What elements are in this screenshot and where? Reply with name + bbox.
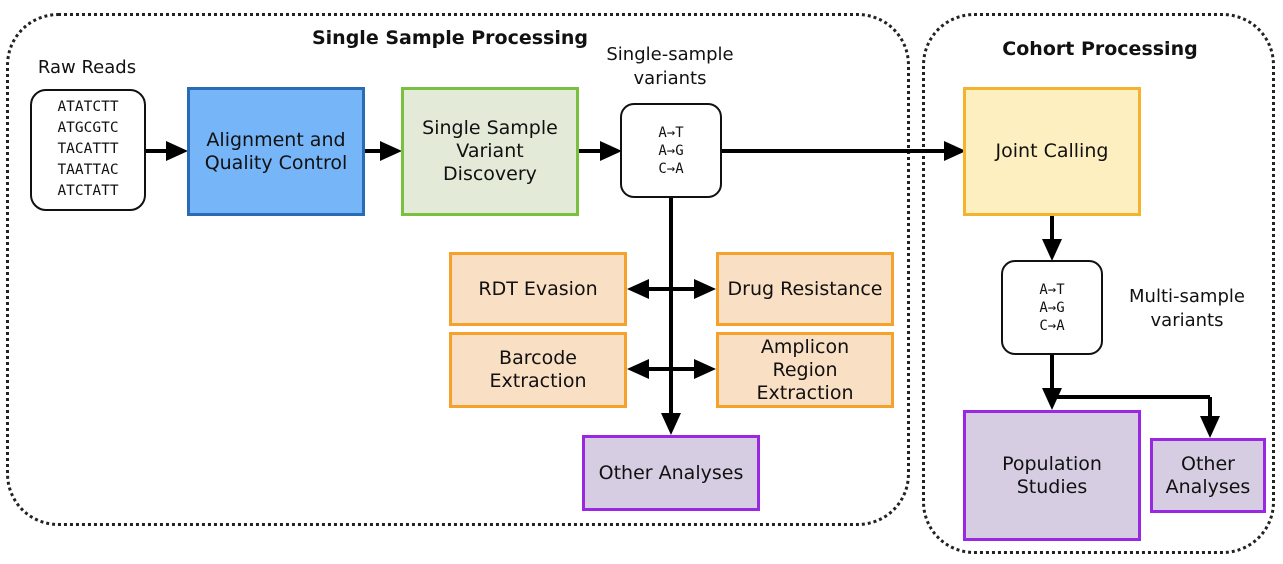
variant-line: C→A <box>658 160 684 177</box>
variant-discovery-label: Single Sample Variant Discovery <box>422 117 558 185</box>
read-line: ATATCTT <box>57 99 119 115</box>
cohort-other-analyses-box: Other Analyses <box>1150 438 1266 513</box>
variant-line: A→G <box>1039 299 1065 316</box>
joint-calling-label: Joint Calling <box>995 140 1109 162</box>
raw-reads-label: Raw Reads <box>37 57 137 78</box>
drug-resistance-label: Drug Resistance <box>727 277 883 300</box>
population-studies-label: Population Studies <box>1002 452 1102 498</box>
variant-line: A→T <box>658 124 684 141</box>
drug-resistance-box: Drug Resistance <box>716 252 894 326</box>
population-studies-box: Population Studies <box>963 410 1141 541</box>
raw-reads-box: ATATCTT ATGCGTC TACATTT TAATTAC ATCTATT <box>30 89 146 211</box>
barcode-extraction-box: Barcode Extraction <box>449 332 627 408</box>
cohort-title: Cohort Processing <box>1002 38 1198 60</box>
other-analyses-label: Other Analyses <box>598 461 744 484</box>
rdt-evasion-label: RDT Evasion <box>478 277 598 300</box>
cohort-region <box>922 13 1275 554</box>
rdt-evasion-box: RDT Evasion <box>449 252 627 326</box>
read-line: ATGCGTC <box>57 120 119 136</box>
alignment-qc-label: Alignment and Quality Control <box>204 128 348 174</box>
barcode-extraction-label: Barcode Extraction <box>489 347 587 392</box>
read-line: TAATTAC <box>57 162 119 178</box>
alignment-qc-box: Alignment and Quality Control <box>187 87 365 216</box>
multi-sample-variants-label: Multi-sample variants <box>1129 286 1245 331</box>
single-sample-variants-label: Single-sample variants <box>606 44 734 89</box>
variant-line: A→T <box>1039 281 1065 298</box>
amplicon-extraction-label: Amplicon Region Extraction <box>756 335 854 404</box>
joint-calling-box: Joint Calling <box>963 87 1141 216</box>
variant-line: A→G <box>658 142 684 159</box>
read-line: ATCTATT <box>57 183 119 199</box>
multi-sample-variants-box: A→T A→G C→A <box>1001 260 1103 355</box>
amplicon-extraction-box: Amplicon Region Extraction <box>716 332 894 408</box>
single-sample-region <box>6 13 910 526</box>
variant-discovery-box: Single Sample Variant Discovery <box>401 87 579 216</box>
single-sample-variants-box: A→T A→G C→A <box>620 103 722 198</box>
read-line: TACATTT <box>57 141 119 157</box>
variant-line: C→A <box>1039 317 1065 334</box>
other-analyses-box: Other Analyses <box>582 435 760 511</box>
single-sample-title: Single Sample Processing <box>311 27 588 49</box>
cohort-other-analyses-label: Other Analyses <box>1165 452 1251 498</box>
